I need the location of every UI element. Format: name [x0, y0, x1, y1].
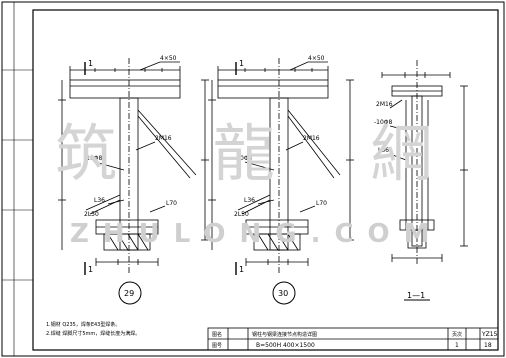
right-section-label: 1—1: [407, 291, 425, 300]
left-tag-2: -10Φ8: [84, 155, 103, 162]
page-number: 18: [484, 342, 492, 349]
right-section-view: [381, 60, 468, 301]
right-tag-1: 2M16: [376, 101, 393, 108]
middle-tag-3: L36: [244, 197, 255, 204]
title-block: [207, 327, 499, 351]
left-margin-zone-marks: [2, 2, 33, 356]
left-tag-4: L70: [166, 200, 177, 207]
watermark-latin: ZHULONG.COM: [70, 219, 444, 249]
note-2: 2.焊缝 焊脚尺寸5mm，焊缝长度为满焊。: [46, 330, 140, 337]
left-dim-top: 4×50: [160, 55, 177, 62]
left-detail-labels: 1 1 4×50 2M16 -10Φ8 L36 L70 2L50 29: [84, 55, 177, 298]
right-tag-3: L36: [378, 147, 389, 154]
middle-tag-5: 2L50: [234, 211, 249, 218]
watermark-chinese: 筑 龍 網: [55, 117, 470, 190]
notes: 1.钢材 Q235，焊条E43型焊条。 2.焊缝 焊脚尺寸5mm，焊缝长度为满焊…: [46, 321, 140, 337]
note-1: 1.钢材 Q235，焊条E43型焊条。: [46, 321, 120, 328]
title-block-text: 图名 图号 钢柱与钢梁连接节点构造详图 B=500H 400×1500 页次 Y…: [212, 331, 498, 349]
middle-detail-view: [208, 58, 354, 305]
middle-detail-labels: 1 1 4×50 2M16 -10Φ8 L36 L70 2L50 30: [234, 55, 327, 298]
middle-dim-top: 4×50: [308, 55, 325, 62]
right-section-labels: 2M16 -10Φ8 L36 1—1: [374, 101, 425, 300]
spec-text: B=500H 400×1500: [256, 342, 315, 349]
right-tag-2: -10Φ8: [374, 119, 393, 126]
left-cut-mark-bottom: 1: [88, 265, 93, 274]
middle-tag-4: L70: [316, 200, 327, 207]
left-tag-5: 2L50: [84, 211, 99, 218]
left-detail-number: 29: [124, 289, 134, 298]
middle-cut-mark-top: 1: [239, 59, 244, 68]
middle-tag-2: -10Φ8: [234, 155, 253, 162]
title-cell-label-3: 页次: [452, 331, 462, 338]
middle-detail-number: 30: [278, 289, 288, 298]
index-value: 1: [455, 342, 459, 349]
title-cell-label-2: 图号: [212, 343, 222, 349]
watermark: 筑 龍 網 ZHULONG.COM: [55, 117, 470, 249]
left-cut-mark-top: 1: [88, 59, 93, 68]
title-cell-label-1: 图名: [212, 331, 222, 338]
drawing-title: 钢柱与钢梁连接节点构造详图: [252, 331, 317, 338]
middle-cut-mark-bottom: 1: [239, 265, 244, 274]
sheet-code: YZ15: [481, 331, 498, 338]
left-detail-view: [58, 58, 209, 305]
left-tag-3: L36: [94, 197, 105, 204]
middle-tag-1: 2M16: [303, 135, 320, 142]
left-tag-1: 2M16: [155, 135, 172, 142]
